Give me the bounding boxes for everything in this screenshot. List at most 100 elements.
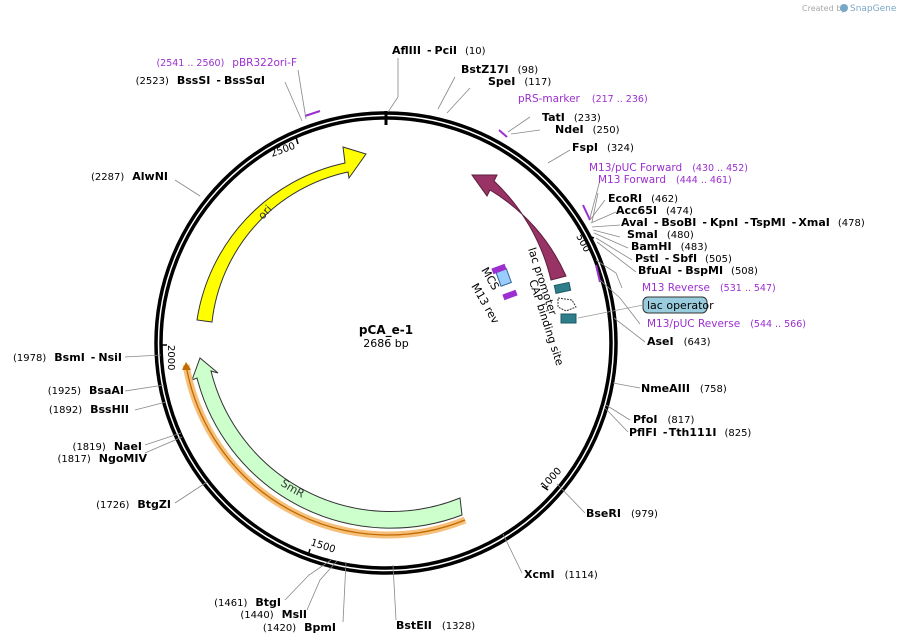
- svg-text:EcoRI(462): EcoRI(462): [608, 192, 678, 205]
- svg-text:(1420)BpmI: (1420)BpmI: [263, 621, 336, 634]
- feature-lacz-alpha[interactable]: [471, 174, 567, 281]
- svg-text:(1440)MslI: (1440)MslI: [240, 608, 307, 621]
- site-pflfi-tth111i[interactable]: PflFI-Tth111I(825): [629, 426, 751, 439]
- svg-text:AflIII-PciI(10): AflIII-PciI(10): [392, 44, 486, 57]
- tick-label-2000: 2000: [165, 345, 176, 370]
- site-bfuai-bspmi[interactable]: BfuAI-BspMI(508): [638, 264, 758, 277]
- primer-m13-reverse[interactable]: M13 Reverse(531 .. 547): [642, 282, 776, 294]
- svg-text:Acc65I(474): Acc65I(474): [616, 204, 693, 217]
- tick-500: [587, 235, 595, 239]
- smr-cds-arrowhead: [182, 362, 191, 370]
- svg-text:BstZ17I(98): BstZ17I(98): [461, 63, 538, 76]
- svg-text:M13/pUC Forward(430 .. 452): M13/pUC Forward(430 .. 452): [589, 162, 748, 174]
- snapgene-watermark: Created by SnapGene: [802, 4, 897, 14]
- leader-lines: [124, 58, 646, 623]
- site-bsteii[interactable]: BstEII(1328): [396, 619, 475, 632]
- site-acc65i[interactable]: Acc65I(474): [616, 204, 693, 217]
- site-msli[interactable]: (1440)MslI: [240, 608, 307, 621]
- site-bpmi[interactable]: (1420)BpmI: [263, 621, 336, 634]
- feature-ori[interactable]: [196, 146, 367, 323]
- snapgene-brand-text: SnapGene: [850, 4, 897, 14]
- svg-text:M13 Forward(444 .. 461): M13 Forward(444 .. 461): [598, 174, 732, 186]
- site-bsshii[interactable]: (1892)BssHII: [49, 403, 129, 416]
- site-btgi[interactable]: (1461)BtgI: [214, 596, 281, 609]
- feature-smr[interactable]: [191, 357, 463, 529]
- feature-m13rev-box-top[interactable]: [491, 263, 507, 275]
- site-bstz17i[interactable]: BstZ17I(98): [461, 63, 538, 76]
- svg-text:(1978)BsmI-NsiI: (1978)BsmI-NsiI: [13, 351, 122, 364]
- primer-m13-puc-forward[interactable]: M13/pUC Forward(430 .. 452): [589, 162, 748, 174]
- snapgene-logo-icon: [840, 4, 848, 12]
- site-tati[interactable]: TatI(233): [542, 111, 601, 124]
- site-bsaai[interactable]: (1925)BsaAI: [48, 384, 124, 397]
- svg-text:(1461)BtgI: (1461)BtgI: [214, 596, 281, 609]
- site-spei[interactable]: SpeI(117): [488, 75, 551, 88]
- site-aflIII-pciI[interactable]: AflIII-PciI(10): [392, 44, 486, 57]
- svg-text:NmeAIII(758): NmeAIII(758): [641, 382, 727, 395]
- site-smai[interactable]: SmaI(480): [627, 228, 694, 241]
- site-alwni[interactable]: (2287)AlwNI: [91, 170, 168, 183]
- feature-lac-promoter-arrow[interactable]: [557, 297, 577, 312]
- site-bsmi-nsii[interactable]: (1978)BsmI-NsiI: [13, 351, 122, 364]
- svg-text:(2523)BssSI-BssSαI: (2523)BssSI-BssSαI: [136, 74, 265, 87]
- site-asei[interactable]: AseI(643): [647, 335, 711, 348]
- primer-pbr322ori-f[interactable]: (2541 .. 2560)pBR322ori-F: [156, 57, 297, 69]
- site-ndei[interactable]: NdeI(250): [555, 123, 620, 136]
- plasmid-name: pCA_e-1: [359, 323, 413, 338]
- site-nmeaiii[interactable]: NmeAIII(758): [641, 382, 727, 395]
- primer-marks: [304, 110, 601, 283]
- feature-m13rev-box-bottom[interactable]: [502, 289, 518, 301]
- svg-text:M13 Reverse(531 .. 547): M13 Reverse(531 .. 547): [642, 282, 776, 294]
- lac-operator-badge-label: lac operator: [647, 299, 714, 312]
- site-naei[interactable]: (1819)NaeI: [73, 440, 142, 453]
- tick-2500: [295, 136, 299, 145]
- feature-cap-site-box[interactable]: [553, 281, 572, 294]
- primer-mark-prs-marker: [498, 129, 508, 138]
- smr-cds-line: [185, 364, 466, 536]
- svg-text:BamHI(483): BamHI(483): [631, 240, 708, 253]
- svg-text:SpeI(117): SpeI(117): [488, 75, 551, 88]
- tick-1500: [307, 548, 311, 557]
- svg-text:AvaI-BsoBI-KpnI-TspMI-XmaI(478: AvaI-BsoBI-KpnI-TspMI-XmaI(478): [621, 216, 865, 229]
- svg-text:AseI(643): AseI(643): [647, 335, 711, 348]
- primer-mark-m13-puc-forward: [582, 204, 591, 221]
- site-avai-group[interactable]: AvaI-BsoBI-KpnI-TspMI-XmaI(478): [621, 216, 865, 229]
- svg-text:TatI(233): TatI(233): [542, 111, 601, 124]
- svg-text:(2541 .. 2560)pBR322ori-F: (2541 .. 2560)pBR322ori-F: [156, 57, 297, 69]
- site-psti-sbfi[interactable]: PstI-SbfI(505): [635, 252, 732, 265]
- primer-m13-forward[interactable]: M13 Forward(444 .. 461): [598, 174, 732, 186]
- feature-lac-operator-box[interactable]: [560, 313, 577, 324]
- svg-text:(1892)BssHII: (1892)BssHII: [49, 403, 129, 416]
- site-pfoi[interactable]: PfoI(817): [633, 413, 694, 426]
- primer-prs-marker[interactable]: pRS-marker(217 .. 236): [518, 93, 648, 105]
- site-ngomiv[interactable]: (1817)NgoMIV: [58, 452, 148, 465]
- plasmid-length: 2686 bp: [363, 337, 408, 350]
- svg-text:PfoI(817): PfoI(817): [633, 413, 694, 426]
- svg-text:XcmI(1114): XcmI(1114): [524, 568, 598, 581]
- site-bsssi-bsssai[interactable]: (2523)BssSI-BssSαI: [136, 74, 265, 87]
- site-fspi[interactable]: FspI(324): [572, 141, 634, 154]
- created-by-text: Created by: [802, 4, 846, 13]
- primer-m13-puc-reverse[interactable]: M13/pUC Reverse(544 .. 566): [647, 318, 806, 330]
- primer-mark-pbr322ori-f: [304, 110, 321, 117]
- svg-text:BseRI(979): BseRI(979): [586, 507, 658, 520]
- svg-text:NdeI(250): NdeI(250): [555, 123, 620, 136]
- svg-text:BstEII(1328): BstEII(1328): [396, 619, 475, 632]
- svg-text:pRS-marker(217 .. 236): pRS-marker(217 .. 236): [518, 93, 648, 105]
- site-ecori[interactable]: EcoRI(462): [608, 192, 678, 205]
- lac-operator-leader: [577, 304, 644, 319]
- tick-1000: [541, 485, 549, 491]
- svg-text:(2287)AlwNI: (2287)AlwNI: [91, 170, 168, 183]
- site-xcmi[interactable]: XcmI(1114): [524, 568, 598, 581]
- svg-text:PflFI-Tth111I(825): PflFI-Tth111I(825): [629, 426, 751, 439]
- site-bamhi[interactable]: BamHI(483): [631, 240, 708, 253]
- svg-text:(1817)NgoMIV: (1817)NgoMIV: [58, 452, 148, 465]
- svg-text:SmaI(480): SmaI(480): [627, 228, 694, 241]
- tick-label-1500: 1500: [309, 537, 337, 555]
- svg-text:(1925)BsaAI: (1925)BsaAI: [48, 384, 124, 397]
- svg-text:PstI-SbfI(505): PstI-SbfI(505): [635, 252, 732, 265]
- primer-mark-m13-reverse: [595, 264, 601, 283]
- site-btgzi[interactable]: (1726)BtgZI: [96, 498, 171, 511]
- site-bseri[interactable]: BseRI(979): [586, 507, 658, 520]
